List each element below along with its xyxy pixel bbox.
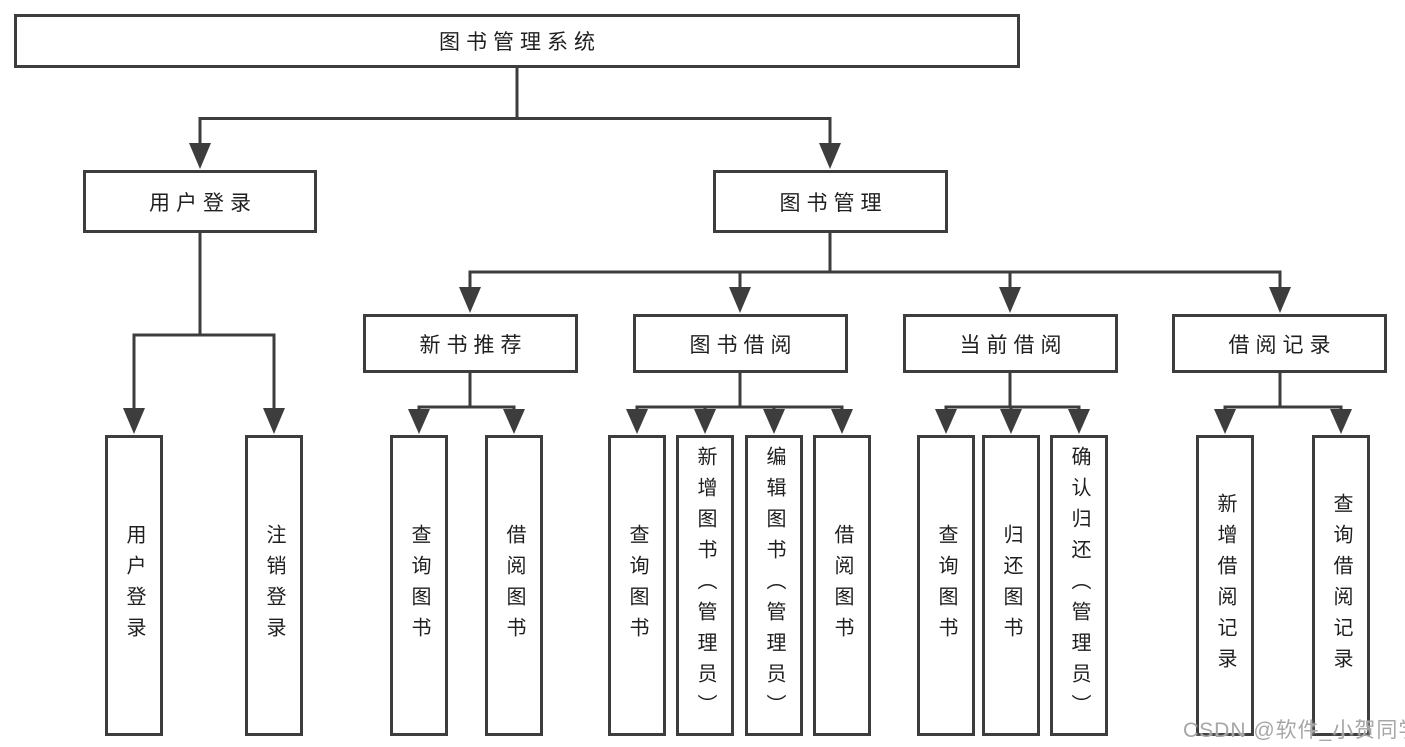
node-label: 借阅图书 xyxy=(503,523,525,648)
node-book-management: 图书管理 xyxy=(713,170,948,233)
connector-new-book-recommend-children xyxy=(408,373,525,434)
node-label: 新增借阅记录 xyxy=(1214,492,1236,679)
watermark: CSDN @软件_小贺同学 xyxy=(1183,719,1405,742)
leaf-borrow-book: 借阅图书 xyxy=(813,435,871,736)
node-user-login: 用户登录 xyxy=(83,170,317,233)
node-label: 借阅记录 xyxy=(1228,333,1337,357)
node-current-borrow: 当前借阅 xyxy=(903,314,1118,373)
leaf-recommend-borrow-book: 借阅图书 xyxy=(485,435,543,736)
leaf-logout: 注销登录 xyxy=(245,435,303,736)
node-root: 图书管理系统 xyxy=(14,14,1020,68)
node-label: 编辑图书（管理员） xyxy=(763,446,785,725)
node-label: 图书借阅 xyxy=(689,333,798,357)
node-label: 查询图书 xyxy=(626,523,648,648)
node-label: 用户登录 xyxy=(149,191,257,215)
connector-book-management-children xyxy=(459,233,1291,313)
connector-borrow-record-children xyxy=(1214,373,1352,434)
connector-root-to-level2 xyxy=(189,68,841,169)
leaf-query-borrow-record: 查询借阅记录 xyxy=(1312,435,1370,736)
node-new-book-recommend: 新书推荐 xyxy=(363,314,578,373)
node-label: 借阅图书 xyxy=(831,523,853,648)
leaf-user-login: 用户登录 xyxy=(105,435,163,736)
node-label: 图书管理系统 xyxy=(439,31,601,54)
connector-book-borrow-children xyxy=(626,373,853,434)
node-label: 查询借阅记录 xyxy=(1330,492,1352,679)
leaf-return-book: 归还图书 xyxy=(982,435,1040,736)
connector-user-login-children xyxy=(123,233,285,434)
leaf-confirm-return-admin: 确认归还（管理员） xyxy=(1050,435,1108,736)
leaf-current-query-book: 查询图书 xyxy=(917,435,975,736)
leaf-edit-book-admin: 编辑图书（管理员） xyxy=(745,435,803,736)
node-label: 查询图书 xyxy=(408,523,430,648)
leaf-recommend-query-book: 查询图书 xyxy=(390,435,448,736)
leaf-add-book-admin: 新增图书（管理员） xyxy=(676,435,734,736)
leaf-borrow-query-book: 查询图书 xyxy=(608,435,666,736)
leaf-add-borrow-record: 新增借阅记录 xyxy=(1196,435,1254,736)
node-label: 新书推荐 xyxy=(419,333,528,357)
node-label: 归还图书 xyxy=(1000,523,1022,648)
node-label: 当前借阅 xyxy=(959,333,1068,357)
node-label: 确认归还（管理员） xyxy=(1068,446,1090,725)
node-borrow-record: 借阅记录 xyxy=(1172,314,1387,373)
node-label: 图书管理 xyxy=(779,191,888,215)
node-label: 注销登录 xyxy=(263,523,285,648)
node-book-borrow: 图书借阅 xyxy=(633,314,848,373)
connector-current-borrow-children xyxy=(935,373,1090,434)
node-label: 新增图书（管理员） xyxy=(694,446,716,725)
node-label: 查询图书 xyxy=(935,523,957,648)
node-label: 用户登录 xyxy=(123,523,145,648)
